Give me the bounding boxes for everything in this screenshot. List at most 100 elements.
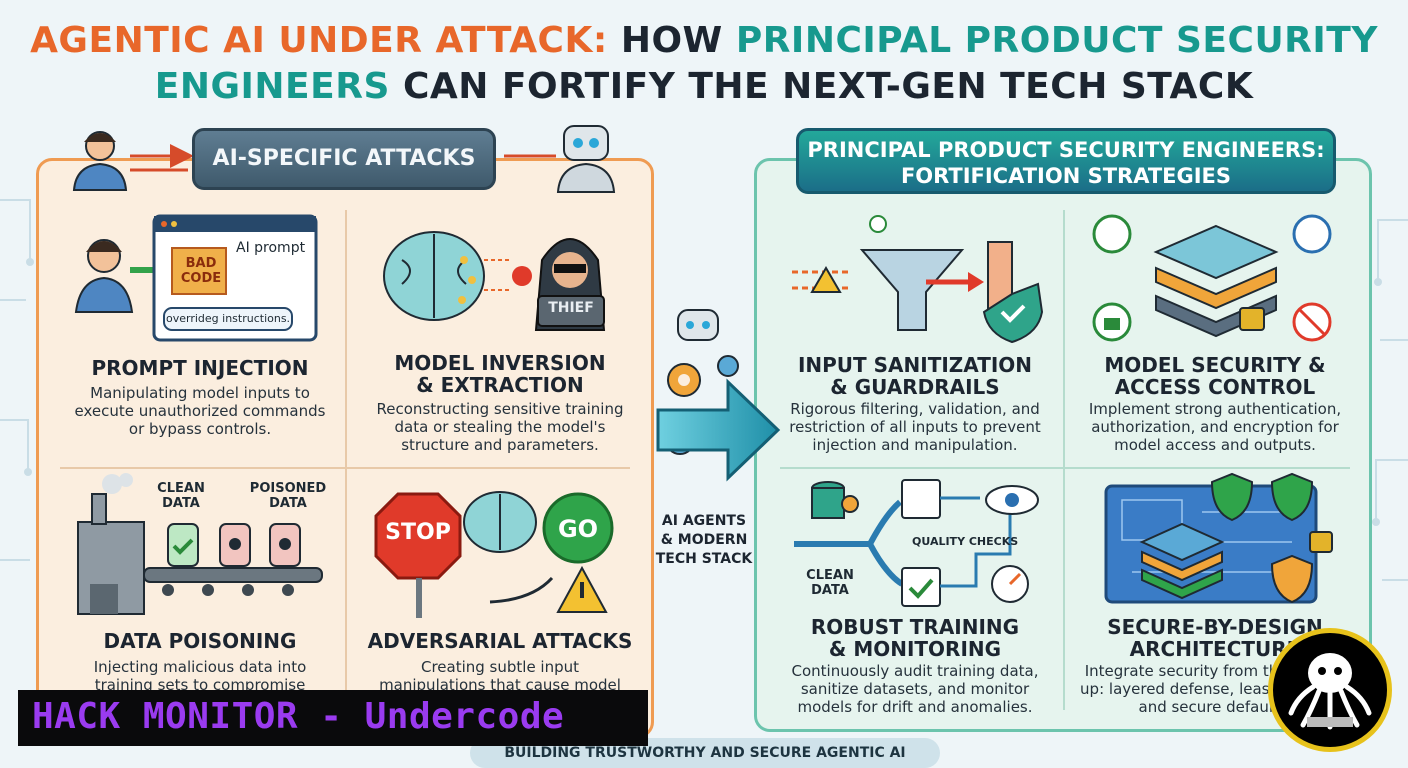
- checkbox-icon: [901, 567, 941, 607]
- prompt-injection-description: Manipulating model inputs to execute una…: [58, 384, 342, 438]
- clean-data-word1: CLEAN: [806, 568, 854, 583]
- input-sanitization-desc-line2: restriction of all inputs to prevent: [789, 418, 1041, 436]
- gear-icon: [667, 363, 701, 397]
- ai-agents-arrow: [656, 309, 781, 482]
- human-user-icon: [72, 131, 128, 191]
- adversarial-attacks-desc-line2: manipulations that cause model: [379, 676, 621, 694]
- data-poisoning-title-line: DATA POISONING: [103, 629, 297, 653]
- robust-training-desc-line3: models for drift and anomalies.: [797, 698, 1033, 716]
- go-label: GO: [557, 515, 599, 543]
- robust-training-desc-line1: Continuously audit training data,: [791, 662, 1039, 680]
- model-inversion-title: MODEL INVERSION & EXTRACTION: [352, 352, 648, 396]
- page-title: AGENTIC AI UNDER ATTACK: HOW PRINCIPAL P…: [0, 18, 1408, 110]
- prompt-injection-title: PROMPT INJECTION: [60, 357, 340, 379]
- brain-icon: [383, 231, 485, 321]
- ai-agents-label-line2: & MODERN: [660, 532, 748, 548]
- gear-icon: [841, 495, 859, 513]
- brain-icon: [463, 491, 537, 553]
- model-inversion-illustration: [383, 231, 606, 331]
- secure-architecture-desc-line3: and secure defaults.: [1138, 698, 1292, 716]
- funnel-icon: [859, 249, 965, 331]
- data-poisoning-desc-line1: Injecting malicious data into: [93, 658, 307, 676]
- stop-label: STOP: [385, 520, 451, 545]
- input-sanitization-title-line1: INPUT SANITIZATION: [797, 353, 1033, 377]
- clean-data-label: CLEAN DATA: [150, 481, 212, 511]
- input-sanitization-illustration: [792, 215, 1044, 344]
- input-sanitization-title: INPUT SANITIZATION & GUARDRAILS: [770, 354, 1060, 398]
- gauge-icon: [991, 565, 1029, 603]
- secure-architecture-title-line1: SECURE-BY-DESIGN: [1107, 615, 1323, 639]
- ai-agents-label-line1: AI AGENTS: [661, 513, 747, 529]
- secure-architecture-illustration: [1104, 472, 1333, 604]
- model-inversion-title-line1: MODEL INVERSION: [394, 351, 606, 375]
- input-sanitization-desc-line3: injection and manipulation.: [812, 436, 1018, 454]
- robust-training-description: Continuously audit training data, saniti…: [770, 662, 1060, 716]
- poison-bottle-icon: [219, 523, 251, 567]
- model-inversion-desc-line1: Reconstructing sensitive training: [376, 400, 624, 418]
- lock-icon: [1239, 307, 1265, 331]
- watermark-banner: HACK MONITOR - Undercode: [18, 690, 648, 746]
- ai-prompt-label: AI prompt: [236, 240, 306, 256]
- title-highlight-principal: PRINCIPAL PRODUCT SECURITY: [735, 20, 1378, 61]
- robust-training-title-line1: ROBUST TRAINING: [810, 615, 1020, 639]
- model-security-desc-line2: authorization, and encryption for: [1091, 418, 1339, 436]
- user-icon: [74, 239, 134, 313]
- adversarial-attacks-illustration: [374, 491, 614, 618]
- lock-icon: [1309, 531, 1333, 553]
- prompt-injection-desc-line3: or bypass controls.: [128, 420, 272, 438]
- secure-architecture-title: SECURE-BY-DESIGN ARCHITECTURE: [1070, 616, 1360, 660]
- robot-icon: [677, 309, 719, 341]
- model-inversion-title-line2: & EXTRACTION: [416, 373, 584, 397]
- no-access-icon: [1292, 302, 1332, 342]
- flask-icon: [901, 479, 941, 519]
- gear-icon: [717, 355, 739, 377]
- strategies-header-line1: PRINCIPAL PRODUCT SECURITY ENGINEERS:: [807, 138, 1325, 162]
- ai-agents-label: AI AGENTS & MODERN TECH STACK: [650, 512, 758, 569]
- quality-checks-label: QUALITY CHECKS: [912, 535, 1019, 548]
- title-highlight-attack: AGENTIC AI UNDER ATTACK:: [30, 20, 608, 61]
- robust-training-title: ROBUST TRAINING & MONITORING: [770, 616, 1060, 660]
- prompt-window-icon: [152, 214, 318, 342]
- octopus-logo: [1268, 628, 1392, 752]
- clean-data-word1: CLEAN: [157, 481, 205, 496]
- database-icon: [811, 481, 845, 519]
- shield-lock-icon: [1270, 554, 1314, 604]
- model-security-title: MODEL SECURITY & ACCESS CONTROL: [1070, 354, 1360, 398]
- go-sign-icon: [542, 492, 614, 564]
- layered-stack-icon: [1153, 224, 1279, 338]
- clean-data-word2: DATA: [162, 496, 200, 511]
- poisoned-data-word1: POISONED: [249, 481, 327, 496]
- strategies-header-line2: FORTIFICATION STRATEGIES: [900, 164, 1232, 188]
- prompt-injection-illustration: [74, 214, 318, 342]
- model-security-title-line2: ACCESS CONTROL: [1114, 375, 1316, 399]
- robust-training-title-line2: & MONITORING: [828, 637, 1002, 661]
- model-security-desc-line1: Implement strong authentication,: [1088, 400, 1342, 418]
- strategies-header: PRINCIPAL PRODUCT SECURITY ENGINEERS: FO…: [796, 128, 1336, 194]
- input-sanitization-description: Rigorous filtering, validation, and rest…: [770, 400, 1060, 454]
- secure-architecture-title-line2: ARCHITECTURE: [1129, 637, 1301, 661]
- adversarial-attacks-title: ADVERSARIAL ATTACKS: [352, 630, 648, 652]
- model-security-title-line1: MODEL SECURITY &: [1104, 353, 1326, 377]
- poisoned-data-label: POISONED DATA: [246, 481, 330, 511]
- warning-icon: [810, 266, 842, 293]
- adversarial-attacks-desc-line1: Creating subtle input: [420, 658, 580, 676]
- robust-training-desc-line2: sanitize datasets, and monitor: [800, 680, 1030, 698]
- bad-code-word2: CODE: [180, 271, 222, 286]
- data-poisoning-title: DATA POISONING: [60, 630, 340, 652]
- thief-icon: [534, 238, 606, 331]
- prompt-injection-desc-line1: Manipulating model inputs to: [90, 384, 310, 402]
- clean-data-label: CLEAN DATA: [800, 568, 860, 598]
- stop-sign-icon: [374, 492, 462, 618]
- shield-check-icon: [982, 282, 1044, 344]
- thief-label: THIEF: [548, 300, 594, 316]
- data-poisoning-description: Injecting malicious data into training s…: [58, 658, 342, 694]
- model-inversion-description: Reconstructing sensitive training data o…: [352, 400, 648, 454]
- right-vertical-divider: [1063, 210, 1065, 710]
- poisoned-data-word2: DATA: [269, 496, 307, 511]
- users-icon: [1092, 214, 1132, 254]
- layered-stack-icon: [1139, 522, 1225, 600]
- shield-check-icon: [1210, 472, 1254, 522]
- eye-icon: [985, 485, 1039, 515]
- factory-icon: [77, 473, 145, 615]
